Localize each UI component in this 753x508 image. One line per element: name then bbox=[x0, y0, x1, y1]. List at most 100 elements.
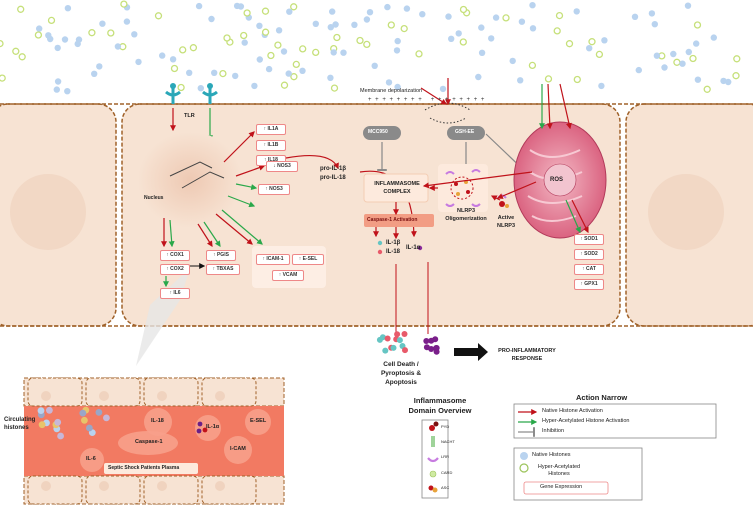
mcc950-pill bbox=[363, 126, 401, 140]
native-histone bbox=[64, 5, 72, 12]
native-histone bbox=[371, 62, 378, 69]
domain-overview-legend bbox=[421, 419, 449, 499]
action-legend-title: Action Narrow bbox=[576, 393, 628, 402]
native-histone bbox=[256, 56, 263, 63]
native-histone bbox=[419, 11, 426, 18]
gene-il1b: ↑ IL1B bbox=[256, 140, 286, 151]
il1b-label: IL-1β bbox=[386, 240, 401, 246]
native-histone bbox=[36, 25, 43, 32]
native-histone bbox=[685, 48, 692, 56]
vessel-wall-cell bbox=[27, 475, 83, 505]
hyper-acetylated-histone bbox=[240, 31, 248, 40]
gsh-ee-pill bbox=[447, 126, 485, 140]
gene-gpx1: ↑ GPX1 bbox=[574, 279, 604, 290]
native-histone bbox=[403, 5, 411, 12]
native-histone bbox=[53, 86, 60, 93]
released-cytokine bbox=[379, 334, 386, 341]
hyper-acetylated-histone bbox=[555, 11, 564, 20]
domain-nacht-label: NACHT bbox=[441, 439, 455, 444]
tlr-receptors bbox=[165, 83, 218, 142]
released-il1a-dot bbox=[433, 345, 440, 351]
native-histone bbox=[478, 49, 486, 56]
native-histone bbox=[208, 15, 215, 23]
hyper-acetylated-histone bbox=[299, 45, 307, 53]
hyper-acetylated-histone bbox=[544, 75, 553, 83]
native-histone bbox=[186, 69, 193, 77]
native-histone bbox=[598, 82, 605, 90]
native-histone bbox=[256, 22, 263, 29]
action-hyper-label: Hyper-Acetylated Histone Activation bbox=[542, 418, 630, 424]
vessel-cell-nucleus bbox=[41, 481, 51, 491]
gene-sod1: ↑ SOD1 bbox=[574, 234, 604, 245]
hyper-acetylated-histone bbox=[154, 12, 163, 20]
native-histone bbox=[455, 30, 462, 37]
vessel-il6 bbox=[80, 448, 104, 472]
native-histone bbox=[265, 65, 273, 73]
hyper-acetylated-histone bbox=[703, 85, 711, 93]
hyper-acetylated-histone bbox=[553, 27, 561, 35]
native-histone bbox=[285, 70, 292, 77]
native-histone bbox=[693, 40, 700, 47]
hyper-acetylated-histone bbox=[219, 69, 227, 78]
domain-overview-title: Inflammasome Domain Overview bbox=[408, 396, 472, 415]
native-histone bbox=[280, 48, 288, 55]
native-histone bbox=[651, 21, 658, 28]
native-histone bbox=[601, 37, 608, 44]
gene-il1a: ↑ IL1A bbox=[256, 124, 286, 135]
il1a-label: IL-1α bbox=[406, 245, 421, 251]
hyper-acetylated-histone bbox=[88, 29, 96, 37]
native-histone bbox=[327, 74, 334, 82]
native-histone bbox=[195, 2, 203, 10]
gene-vcam: ↑ VCAM bbox=[272, 270, 304, 281]
native-histone bbox=[518, 18, 526, 25]
native-histone bbox=[332, 21, 339, 28]
released-il1a-dot bbox=[423, 338, 430, 344]
circulating-histone bbox=[37, 407, 45, 414]
tlr-label: TLR bbox=[184, 113, 195, 119]
vessel-il6-label: IL-6 bbox=[86, 456, 96, 462]
nucleus-gene-arrows bbox=[161, 131, 266, 288]
domain-pyd-label: PYD bbox=[441, 424, 450, 429]
native-histone bbox=[670, 50, 677, 58]
hyper-acetylated-histone bbox=[459, 5, 468, 14]
native-histone bbox=[159, 52, 166, 59]
released-cytokine bbox=[394, 331, 401, 338]
native-histone bbox=[448, 35, 455, 42]
native-histone bbox=[684, 2, 692, 9]
released-il1a-dot bbox=[428, 346, 435, 352]
circulating-histone bbox=[46, 406, 53, 414]
native-histone bbox=[393, 47, 401, 54]
vessel-esel bbox=[245, 409, 271, 435]
hyper-histones-label: Hyper-Acetylated Histones bbox=[537, 464, 581, 477]
vessel-cell-nucleus bbox=[99, 481, 109, 491]
mito-arrows bbox=[422, 83, 589, 234]
cell-death-label: Cell Death / Pyroptosis & Apoptosis bbox=[380, 361, 422, 386]
hyper-acetylated-histone bbox=[732, 72, 740, 80]
native-histone bbox=[694, 76, 702, 83]
pro-inflammatory-label: PRO-INFLAMMATORY RESPONSE bbox=[498, 348, 556, 362]
vessel-il1a bbox=[195, 415, 221, 441]
hyper-acetylated-histone bbox=[733, 55, 741, 63]
released-il1b-il18 bbox=[376, 331, 408, 354]
vessel-wall-cell bbox=[85, 475, 141, 505]
active-nlrp3-label: Active NLRP3 bbox=[496, 215, 516, 229]
caspase-activation-label: Caspase-1 Activation bbox=[367, 217, 418, 223]
histone-legend bbox=[513, 447, 643, 501]
gene-expression-label: Gene Expression bbox=[540, 484, 583, 490]
native-histone bbox=[211, 69, 218, 77]
hyper-acetylated-histone bbox=[363, 40, 371, 49]
native-histone bbox=[91, 70, 98, 78]
native-histone bbox=[351, 21, 358, 28]
hyper-acetylated-histone bbox=[595, 50, 604, 59]
native-histone bbox=[478, 24, 485, 31]
hyper-acetylated-histone bbox=[243, 9, 251, 17]
vessel-cell-nucleus bbox=[157, 391, 167, 401]
native-histone bbox=[329, 8, 336, 15]
native-histone bbox=[631, 13, 639, 20]
native-histone bbox=[54, 44, 61, 52]
domain-asc-label: ASC bbox=[441, 485, 450, 490]
circulating-histone bbox=[86, 424, 93, 432]
circulating-histone bbox=[57, 432, 64, 440]
ros-label: ROS bbox=[550, 177, 564, 183]
il18-label: IL-18 bbox=[386, 249, 401, 255]
